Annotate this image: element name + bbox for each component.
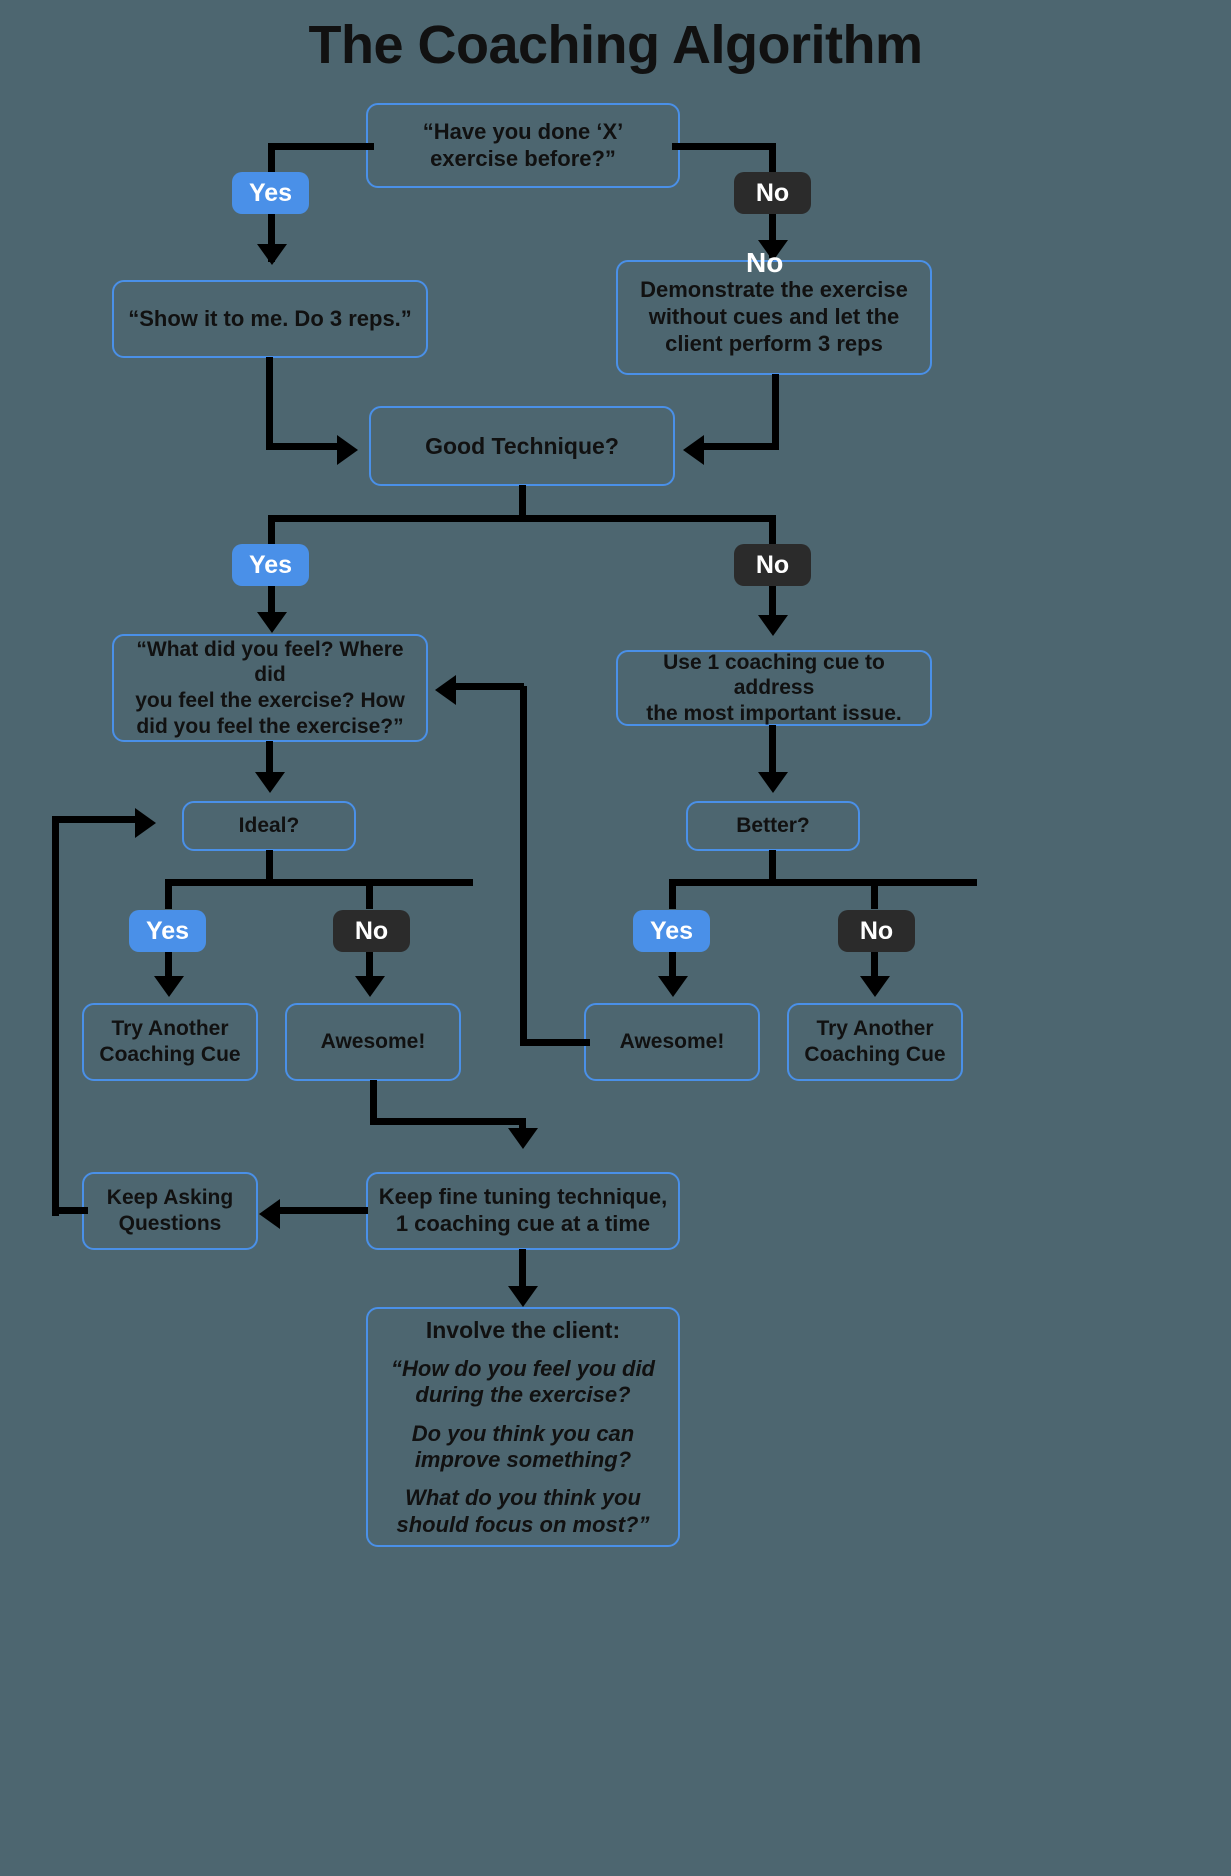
edge-gt-no-vertical xyxy=(769,515,776,545)
edge-ideal-split xyxy=(165,879,473,886)
arrowhead-to-ideal xyxy=(255,772,285,793)
edge-good-technique-down xyxy=(519,485,526,519)
edge-asking-loop-top xyxy=(52,816,138,823)
arrowhead-right-into-good-technique xyxy=(683,435,704,465)
involve-client-header: Involve the client: xyxy=(425,1316,621,1343)
node-try-another-cue-right[interactable]: Try Another Coaching Cue xyxy=(787,1003,963,1081)
arrowhead-loop-into-what-did-you-feel xyxy=(435,675,456,705)
node-have-you-done-x[interactable]: “Have you done ‘X’ exercise before?” xyxy=(366,103,680,188)
edge-root-to-no-horizontal xyxy=(672,143,776,150)
arrowhead-to-involve-client xyxy=(508,1286,538,1307)
node-keep-fine-tuning[interactable]: Keep fine tuning technique, 1 coaching c… xyxy=(366,1172,680,1250)
edge-ideal-no-v2 xyxy=(366,949,373,985)
edge-awesome-right-loop-v xyxy=(520,686,527,1043)
edge-gt-yes-vertical xyxy=(268,515,275,545)
edge-gt-yes-vertical-2 xyxy=(268,582,275,626)
edge-root-to-yes-horizontal xyxy=(268,143,374,150)
edge-good-technique-split xyxy=(268,515,776,522)
edge-root-yes-vertical xyxy=(268,143,275,199)
arrowhead-to-keep-asking xyxy=(259,1199,280,1229)
edge-better-yes-v xyxy=(669,879,676,909)
edge-ideal-down xyxy=(266,850,273,882)
involve-client-question-1: “How do you feel you did during the exer… xyxy=(391,1355,655,1408)
badge-no-good-technique: No xyxy=(734,544,811,586)
edge-cue-to-better xyxy=(769,725,776,783)
edge-show-down xyxy=(266,357,273,443)
edge-yes-to-show-vertical xyxy=(268,210,275,262)
edge-better-no-v xyxy=(871,879,878,909)
arrowhead-loop-into-ideal xyxy=(135,808,156,838)
edge-ideal-no-v xyxy=(366,879,373,909)
edge-awesome-left-down xyxy=(370,1080,377,1122)
badge-yes-root: Yes xyxy=(232,172,309,214)
edge-demonstrate-down xyxy=(772,374,779,447)
node-awesome-left[interactable]: Awesome! xyxy=(285,1003,461,1081)
edge-tuning-down xyxy=(519,1249,526,1295)
node-keep-asking-questions[interactable]: Keep Asking Questions xyxy=(82,1172,258,1250)
node-use-one-coaching-cue[interactable]: Use 1 coaching cue to address the most i… xyxy=(616,650,932,726)
node-good-technique[interactable]: Good Technique? xyxy=(369,406,675,486)
arrowhead-ideal-no xyxy=(355,976,385,997)
arrowhead-to-show-it-to-me xyxy=(257,244,287,265)
edge-awesome-left-right xyxy=(370,1118,526,1125)
page-title: The Coaching Algorithm xyxy=(308,15,923,75)
arrowhead-better-yes xyxy=(658,976,688,997)
arrowhead-to-use-one-cue xyxy=(758,615,788,636)
edge-ideal-yes-v2 xyxy=(165,949,172,985)
edge-show-right xyxy=(266,443,340,450)
node-demonstrate-exercise[interactable]: Demonstrate the exercise without cues an… xyxy=(616,260,932,375)
edge-root-no-vertical xyxy=(769,143,776,175)
edge-better-no-v2 xyxy=(871,949,878,985)
node-what-did-you-feel[interactable]: “What did you feel? Where did you feel t… xyxy=(112,634,428,742)
edge-better-split xyxy=(669,879,977,886)
badge-yes-good-technique: Yes xyxy=(232,544,309,586)
node-better[interactable]: Better? xyxy=(686,801,860,851)
ghost-no-label: No xyxy=(746,247,784,278)
arrowhead-ideal-yes xyxy=(154,976,184,997)
node-involve-the-client[interactable]: Involve the client: “How do you feel you… xyxy=(366,1307,680,1547)
badge-no-ideal: No xyxy=(333,910,410,952)
edge-tuning-to-asking xyxy=(278,1207,368,1214)
edge-gt-no-vertical-2 xyxy=(769,582,776,630)
edge-feel-to-ideal xyxy=(266,741,273,783)
badge-yes-ideal: Yes xyxy=(129,910,206,952)
node-try-another-cue-left[interactable]: Try Another Coaching Cue xyxy=(82,1003,258,1081)
edge-asking-loop-bottom xyxy=(52,1207,88,1214)
arrowhead-to-better xyxy=(758,772,788,793)
edge-asking-loop-up xyxy=(52,816,59,1216)
edge-awesome-right-loop-to-feel xyxy=(452,683,524,690)
node-show-it-to-me[interactable]: “Show it to me. Do 3 reps.” xyxy=(112,280,428,358)
arrowhead-to-demonstrate xyxy=(758,240,788,261)
edge-better-down xyxy=(769,850,776,882)
involve-client-question-3: What do you think you should focus on mo… xyxy=(396,1485,650,1537)
edge-no-to-demonstrate-vertical xyxy=(769,210,776,258)
edge-demonstrate-left xyxy=(702,443,779,450)
arrowhead-to-what-did-you-feel xyxy=(257,612,287,633)
arrowhead-better-no xyxy=(860,976,890,997)
edge-ideal-yes-v xyxy=(165,879,172,909)
badge-yes-better: Yes xyxy=(633,910,710,952)
arrowhead-left-into-good-technique xyxy=(337,435,358,465)
node-ideal[interactable]: Ideal? xyxy=(182,801,356,851)
edge-awesome-right-loop-h xyxy=(520,1039,590,1046)
badge-no-root: No xyxy=(734,172,811,214)
node-awesome-right[interactable]: Awesome! xyxy=(584,1003,760,1081)
arrowhead-into-keep-fine-tuning xyxy=(508,1128,538,1149)
involve-client-question-2: Do you think you can improve something? xyxy=(411,1420,635,1473)
badge-no-better: No xyxy=(838,910,915,952)
edge-better-yes-v2 xyxy=(669,949,676,985)
